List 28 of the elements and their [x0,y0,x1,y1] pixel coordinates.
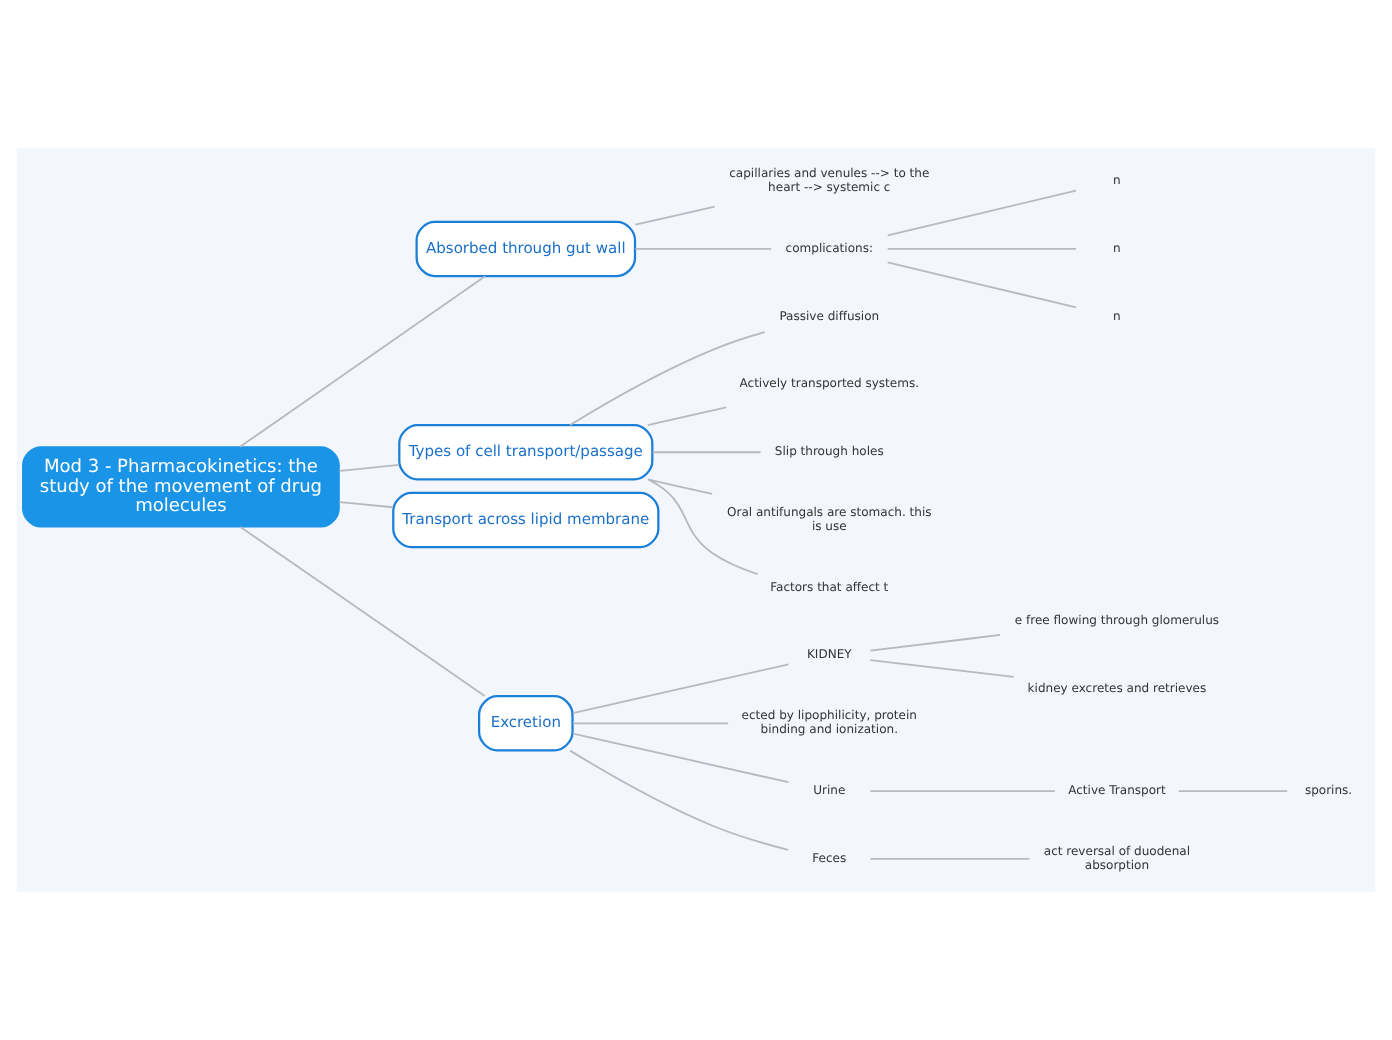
connector [886,248,1077,250]
node-box: Transport across lipid membrane [392,491,660,549]
connector [239,526,486,697]
node-box: Excretion [478,695,574,752]
connector [569,749,789,851]
connector [886,189,1077,237]
connector [239,275,487,448]
connector [572,663,790,714]
connector [569,331,766,426]
connector [646,478,714,495]
connector [338,501,394,509]
connector [646,406,727,426]
connector [886,261,1077,309]
node-box: Mod 3 - Pharmacokinetics: the study of the movement of drug molecules [22,446,340,528]
node-box: Types of cell transport/passage [398,424,654,481]
connector [869,659,1015,678]
connector [634,248,773,250]
connector [572,732,790,784]
connector [572,722,730,725]
connector [647,478,759,575]
connector [338,464,400,472]
connector [1177,790,1289,792]
connector [869,790,1056,792]
connector [869,857,1031,860]
connector [869,634,1001,652]
connector [634,205,716,226]
node-box: Absorbed through gut wall [415,220,637,278]
connector [651,451,762,454]
